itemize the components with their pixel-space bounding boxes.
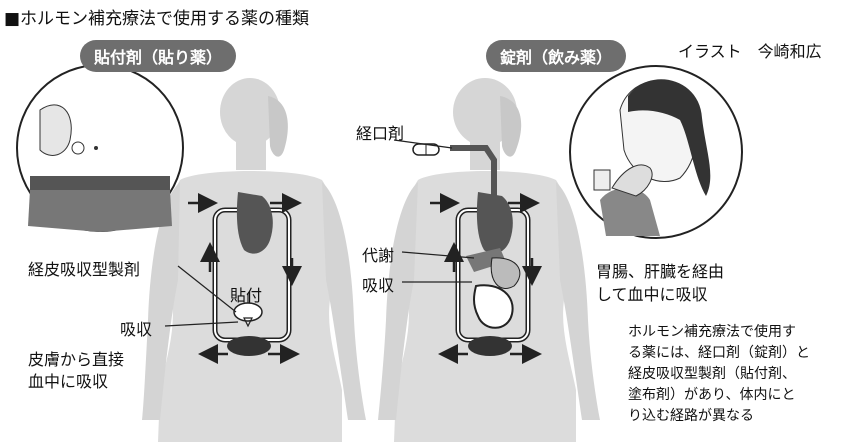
right-caption-line2: して血中に吸収 xyxy=(596,285,708,304)
label-metabolism: 代謝 xyxy=(362,246,395,265)
label-absorption-left: 吸収 xyxy=(120,320,153,339)
note-line-5: り込む経路が異なる xyxy=(628,408,754,424)
right-circulation-loop xyxy=(393,139,542,364)
illustrator-credit: イラスト 今崎和広 xyxy=(678,42,822,61)
note-line-2: る薬には、経口剤（錠剤）と xyxy=(628,345,810,361)
label-absorption-right: 吸収 xyxy=(362,276,395,295)
explanatory-note: ホルモン補充療法で使用す る薬には、経口剤（錠剤）と 経皮吸収型製剤（貼付剤、 … xyxy=(628,322,810,427)
page-title: ■ホルモン補充療法で使用する薬の種類 xyxy=(4,9,310,29)
patch-application-illustration xyxy=(16,64,184,232)
left-circulation-loop xyxy=(164,192,302,364)
label-oral-drug: 経口剤 xyxy=(356,124,405,143)
label-apply: 貼付 xyxy=(230,286,263,305)
tablet-heading-pill: 錠剤（飲み薬） xyxy=(486,40,627,72)
label-transdermal-formulation: 経皮吸収型製剤 xyxy=(28,260,141,279)
note-line-1: ホルモン補充療法で使用す xyxy=(628,324,796,340)
left-caption-line2: 血中に吸収 xyxy=(28,372,109,391)
left-caption-line1: 皮膚から直接 xyxy=(28,350,125,369)
patch-heading-pill: 貼付剤（貼り薬） xyxy=(80,40,237,72)
note-line-3: 経皮吸収型製剤（貼付剤、 xyxy=(628,366,796,382)
right-caption-line1: 胃腸、肝臓を経由 xyxy=(596,262,725,281)
woman-taking-pill-illustration xyxy=(569,65,743,239)
note-line-4: 塗布剤）があり、体内にと xyxy=(628,387,796,403)
